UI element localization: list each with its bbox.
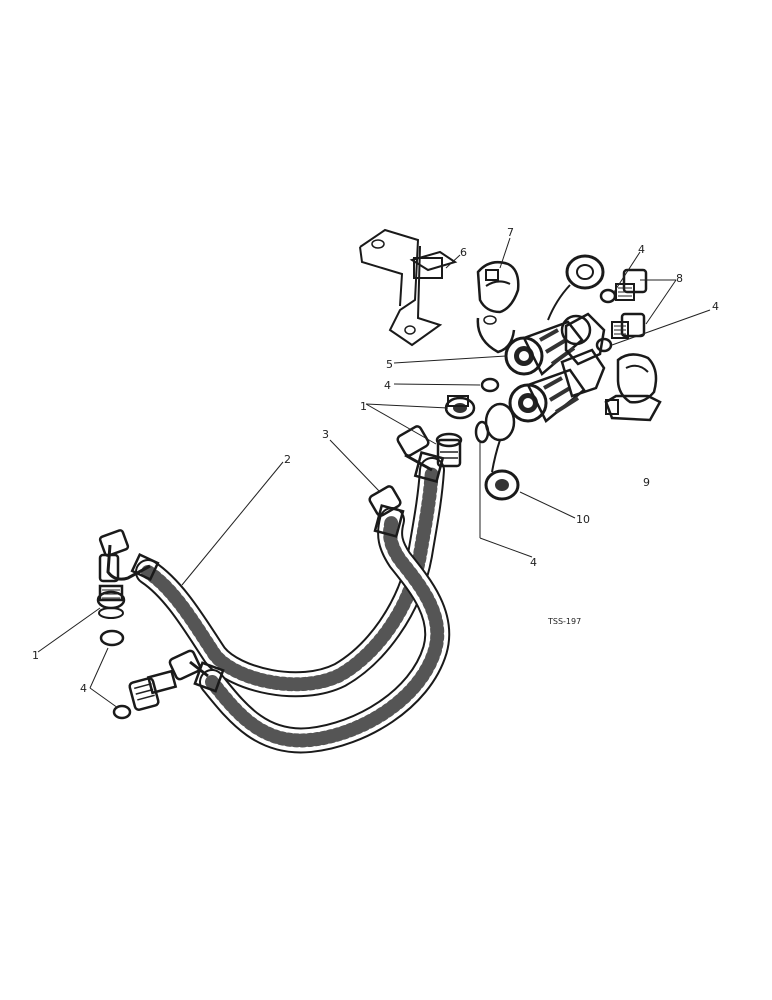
clamp-9	[604, 353, 662, 422]
washer-4-right-b	[595, 337, 613, 353]
clamp-7	[476, 261, 520, 354]
washer-4-right-a	[599, 288, 617, 304]
callout-3: 3	[322, 428, 329, 441]
callout-1-centre: 1	[360, 400, 367, 413]
washer-4-left-a	[99, 629, 125, 647]
bracket-6	[359, 228, 458, 347]
hose-3	[199, 507, 451, 754]
plug-8-upper	[615, 268, 648, 301]
callout-6: 6	[460, 246, 467, 259]
callout-4-bottom: 4	[530, 556, 537, 569]
hose-2-elbow-fitting	[98, 529, 160, 583]
hose-3-elbow-fitting	[168, 649, 225, 693]
leader-lines	[37, 237, 711, 709]
callout-2: 2	[284, 453, 291, 466]
callout-10: 10	[576, 513, 590, 526]
callout-5: 5	[386, 358, 393, 371]
callout-4-top-right: 4	[638, 243, 645, 256]
callout-8: 8	[676, 272, 683, 285]
coupling-body-hex	[560, 312, 606, 398]
callout-4-centre: 4	[384, 379, 391, 392]
adapter-1-lower	[435, 432, 463, 468]
washer-4-left-b	[112, 704, 132, 720]
callout-labels: 1 1 2 3 4 4 4 4 4 5 6 7 8 9 10 TSS-197	[32, 226, 719, 695]
figure-reference: TSS-197	[547, 617, 581, 626]
callout-4-left: 4	[80, 682, 87, 695]
dust-cap-10	[484, 439, 520, 501]
coupling-5-upper	[504, 314, 592, 376]
callout-7: 7	[507, 226, 514, 239]
adapter-left-lower	[128, 669, 178, 711]
washer-4-centre-a	[480, 377, 500, 393]
coupling-5-lower	[508, 368, 586, 423]
callout-1-left: 1	[32, 649, 39, 662]
plug-8-lower	[611, 312, 646, 339]
adapter-1-upper	[444, 395, 476, 420]
hose-2-upper-elbow	[396, 425, 445, 483]
dust-cap-upper	[547, 254, 605, 321]
callout-4-right: 4	[712, 300, 719, 313]
hose-2	[135, 457, 445, 698]
adapter-1-left	[96, 584, 126, 619]
callout-9: 9	[643, 476, 650, 489]
